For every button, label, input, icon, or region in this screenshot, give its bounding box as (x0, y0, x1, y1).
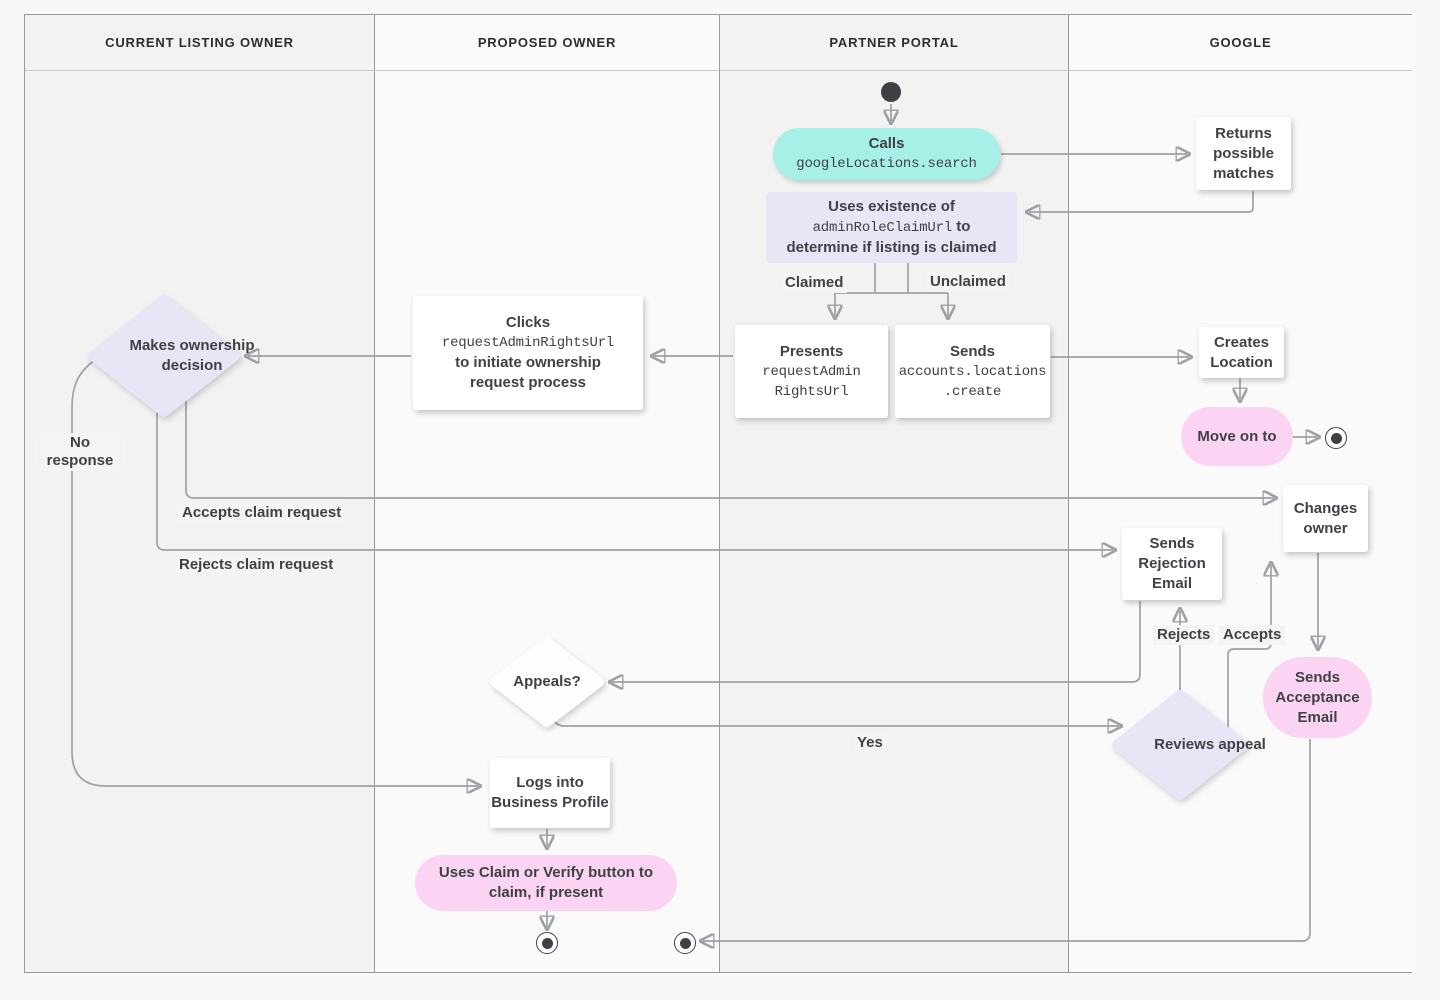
lane-title: PROPOSED OWNER (477, 35, 617, 50)
node-text: Sends Acceptance Email (1275, 668, 1360, 726)
node-move-on-to: Move on to (1181, 407, 1293, 466)
node-text-line4: request process (470, 374, 586, 391)
edge-label-yes: Yes (853, 733, 887, 753)
node-text: Makes ownership decision (129, 337, 255, 374)
edge-label-accepts-claim-request: Accepts claim request (178, 503, 346, 523)
node-title: Clicks (505, 314, 551, 331)
node-logs-into-business-profile: Logs into Business Profile (490, 758, 610, 828)
edge-label-claimed: Claimed (781, 273, 848, 293)
decision-diamond-shape (490, 637, 604, 727)
end-node-dot (541, 937, 553, 949)
node-code: requestAdminRightsUrl (441, 335, 615, 351)
lane-title: GOOGLE (1209, 35, 1272, 50)
node-uses-claim-or-verify-button: Uses Claim or Verify button to claim, if… (415, 855, 677, 911)
node-text: Sends Rejection Email (1138, 535, 1206, 592)
node-returns-possible-matches: Returns possible matches (1196, 117, 1291, 190)
edge-label-rejects: Rejects (1153, 625, 1215, 645)
node-title: Presents (779, 342, 844, 360)
node-presents-requestadminrightsurl: Presents requestAdmin RightsUrl (735, 325, 888, 418)
end-node-dot (679, 937, 691, 949)
node-text: Logs into Business Profile (491, 774, 609, 811)
lane-proposed-owner (374, 71, 719, 972)
node-code-line1: requestAdmin (762, 363, 861, 380)
lane-title: CURRENT LISTING OWNER (105, 35, 294, 50)
node-calls-googlelocations-search: Calls googleLocations.search (773, 128, 1000, 180)
node-clicks-requestadminrightsurl: Clicks requestAdminRightsUrl to initiate… (413, 296, 643, 410)
decision-diamond-shape (88, 295, 240, 417)
end-node-google (1325, 427, 1347, 449)
node-sends-acceptance-email: Sends Acceptance Email (1263, 657, 1372, 738)
edge-label-unclaimed: Unclaimed (926, 272, 1010, 292)
lane-header-google: GOOGLE (1068, 15, 1412, 71)
node-creates-location: Creates Location (1199, 327, 1284, 378)
node-text: Uses Claim or Verify button to claim, if… (438, 864, 654, 901)
edge-label-no-response: No response (35, 433, 125, 471)
node-text-line1: Uses existence of (828, 198, 955, 215)
node-text: Changes owner (1293, 499, 1358, 537)
node-sends-accounts-locations-create: Sends accounts.locations .create (895, 325, 1050, 418)
end-node-proposed-owner (536, 932, 558, 954)
edge-label-accepts: Accepts (1219, 625, 1286, 645)
start-node (881, 82, 901, 102)
node-changes-owner: Changes owner (1283, 485, 1368, 552)
node-reviews-appeal: Reviews appeal (1110, 688, 1266, 802)
lane-header-partner-portal: PARTNER PORTAL (719, 15, 1068, 71)
node-code-line1: accounts.locations (898, 363, 1047, 380)
node-code-line2: .create (943, 383, 1002, 400)
node-title: Calls (868, 135, 905, 152)
lane-header-row: CURRENT LISTING OWNER PROPOSED OWNER PAR… (25, 15, 1412, 71)
lane-title: PARTNER PORTAL (829, 35, 959, 50)
node-text-line3: to initiate ownership (455, 354, 601, 371)
end-node-dot (1330, 432, 1342, 444)
node-makes-ownership-decision: Makes ownership decision (84, 292, 255, 420)
node-code-line2: RightsUrl (774, 383, 849, 400)
node-title: Sends (949, 342, 995, 360)
lane-header-proposed-owner: PROPOSED OWNER (374, 15, 719, 71)
decision-diamond-shape (1112, 690, 1248, 800)
node-sends-rejection-email: Sends Rejection Email (1122, 528, 1222, 600)
node-uses-existence-adminroleclaimurl: Uses existence of adminRoleClaimUrl to d… (766, 192, 1017, 263)
node-appeals-question: Appeals? (489, 636, 605, 728)
node-text-line2: adminRoleClaimUrl to (813, 217, 971, 238)
node-code: googleLocations.search (796, 156, 977, 172)
end-node-partner-portal (674, 932, 696, 954)
node-code: adminRoleClaimUrl (812, 220, 953, 236)
lane-header-current-listing-owner: CURRENT LISTING OWNER (25, 15, 374, 71)
node-text-suffix: to (956, 218, 971, 235)
node-text: Creates Location (1210, 333, 1273, 371)
node-text-line3: determine if listing is claimed (786, 239, 997, 256)
node-text: Returns possible matches (1213, 124, 1274, 182)
node-text: Move on to (1197, 427, 1277, 445)
node-text: Reviews appeal (1154, 736, 1266, 753)
edge-label-rejects-claim-request: Rejects claim request (175, 555, 338, 575)
node-text: Appeals? (513, 673, 581, 690)
